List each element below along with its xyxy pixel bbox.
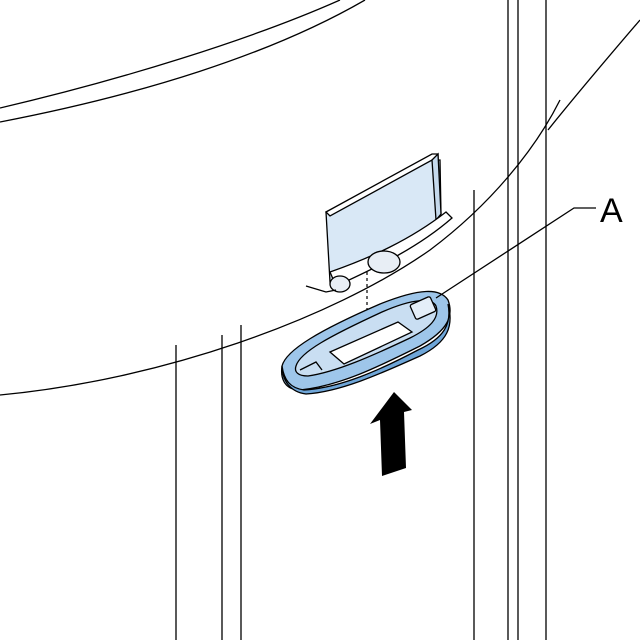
up-arrow-icon [370, 392, 412, 476]
right-edge-curve [547, 19, 640, 131]
body-curve-main [0, 99, 561, 396]
filter-knob-left [329, 275, 351, 293]
callout-leader-line [435, 207, 596, 299]
filter-panel-right-edge [431, 152, 442, 222]
upper-curve-inner [0, 0, 366, 123]
filter-knob-right [367, 250, 401, 274]
upper-curve-outer [0, 0, 341, 109]
callout-a: A [435, 192, 623, 299]
upper-panel-edges [0, 0, 366, 123]
filter-panel [305, 152, 453, 293]
cover-latch [299, 361, 323, 371]
body-curve [0, 19, 640, 396]
callout-label: A [600, 192, 623, 230]
filter-panel-clip [305, 285, 337, 293]
vertical-frame-lines [175, 0, 547, 640]
arrow-shape [370, 392, 412, 476]
cover-slot [328, 321, 414, 365]
cover-tab [409, 296, 437, 320]
cover-front-face [281, 303, 451, 395]
cover-part [280, 290, 451, 395]
